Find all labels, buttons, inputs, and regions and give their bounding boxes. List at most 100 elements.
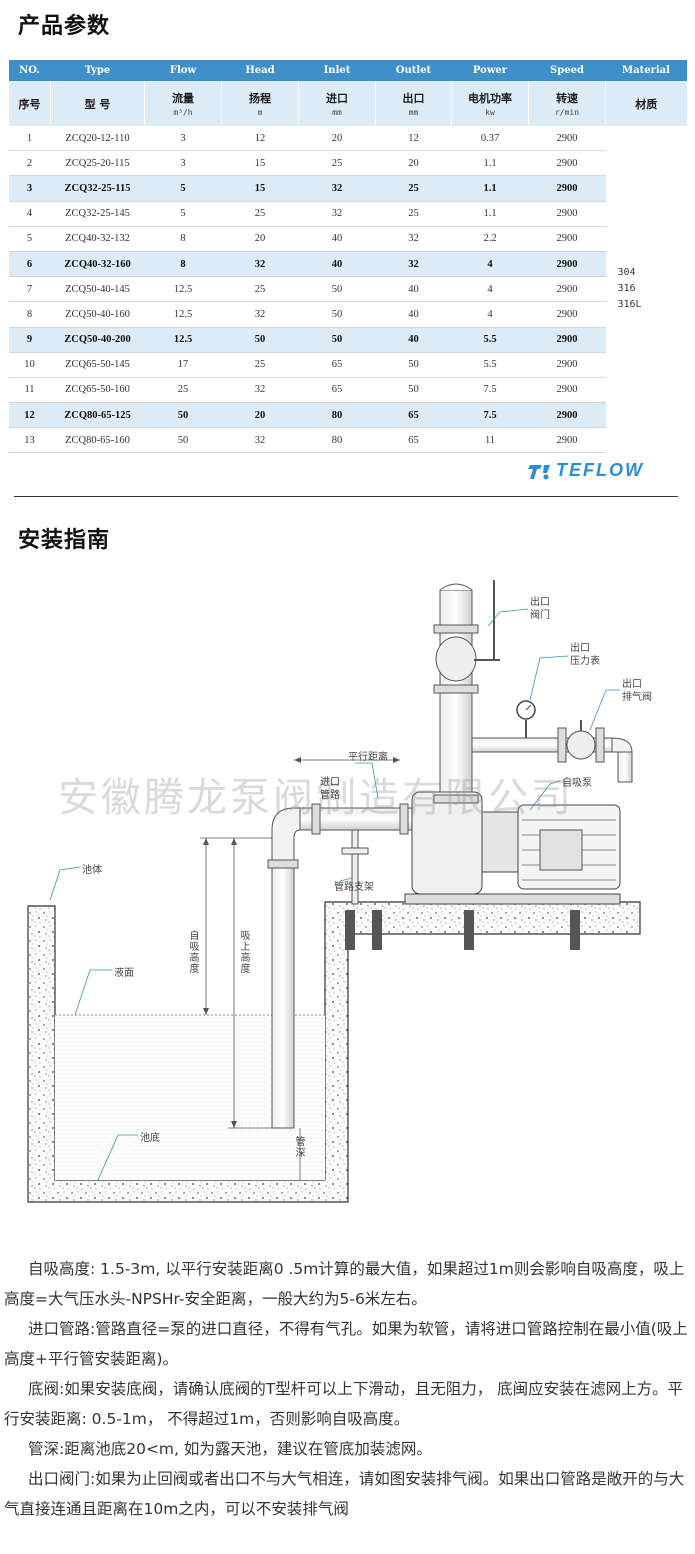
header-cn-label: 出口 [402, 92, 425, 105]
label-pipe-support: 管路支架 [334, 882, 374, 893]
table-cell: 6 [8, 251, 51, 278]
table-cell: 25 [375, 175, 452, 202]
table-cell: ZCQ65-50-160 [50, 377, 145, 404]
table-cell: 2900 [528, 226, 606, 252]
section-title-params: 产品参数 [18, 14, 111, 39]
table-cell: 20 [298, 126, 376, 152]
installation-diagram: 安徽腾龙泵阀制造有限公司 出口 阀门 出口 压力表 出口 排气阀 平行距离 进口… [0, 560, 695, 1220]
header-en-cell: Material [605, 60, 687, 81]
header-unit: kw [485, 108, 495, 117]
table-cell: ZCQ50-40-145 [50, 276, 145, 303]
table-cell: 32 [221, 251, 299, 278]
table-cell: 12.5 [144, 327, 222, 353]
table-cell: 1.1 [451, 175, 529, 202]
table-cell: 11 [451, 427, 529, 454]
table-cell: 2900 [528, 201, 606, 227]
header-cn-label: 转速 [556, 92, 578, 105]
header-unit: m [257, 108, 263, 117]
table-cell: 25 [221, 201, 299, 227]
table-cell: 65 [298, 377, 376, 404]
table-cell: 50 [298, 327, 376, 353]
table-cell: ZCQ50-40-200 [50, 327, 145, 353]
table-cell: 40 [298, 226, 376, 252]
table-cell: 5.5 [451, 352, 529, 378]
table-cell: 11 [8, 377, 51, 404]
label-self-priming-pump: 自吸泵 [562, 778, 592, 789]
table-cell: 12 [375, 126, 452, 152]
header-cn-cell: 材质 [605, 81, 687, 126]
table-cell: 65 [298, 352, 376, 378]
header-en-cell: Flow [144, 60, 222, 81]
table-cell: 2900 [528, 251, 606, 278]
table-cell: 12 [8, 402, 51, 429]
table-cell: ZCQ25-20-115 [50, 150, 145, 177]
table-cell: 7 [8, 276, 51, 303]
table-cell: 12 [221, 126, 299, 152]
table-cell: 50 [298, 301, 376, 328]
table-cell: 17 [144, 352, 222, 378]
section-divider [14, 496, 678, 497]
header-en-cell: Outlet [375, 60, 452, 81]
table-cell: 2900 [528, 327, 606, 353]
table-cell: 2900 [528, 402, 606, 429]
table-cell: ZCQ65-50-145 [50, 352, 145, 378]
header-unit: r/min [554, 108, 580, 117]
header-cn-label: 流量 [172, 92, 194, 105]
table-cell: 2900 [528, 276, 606, 303]
table-cell: 25 [221, 352, 299, 378]
table-cell: 4 [451, 276, 529, 303]
table-cell: 2900 [528, 427, 606, 454]
header-en-cell: Head [221, 60, 299, 81]
header-cn-label: 序号 [18, 97, 41, 111]
table-cell: 32 [221, 427, 299, 454]
table-cell: 20 [375, 150, 452, 177]
header-cn-label: 电机功率 [468, 92, 512, 105]
table-cell: 7.5 [451, 377, 529, 404]
header-unit: mm [408, 108, 419, 117]
table-cell: 2900 [528, 126, 606, 152]
label-self-priming-height: 自吸高度 [187, 930, 198, 974]
teflow-logo: TEFLOW [528, 460, 678, 482]
watermark: 安徽腾龙泵阀制造有限公司 [58, 775, 574, 821]
table-cell: 80 [298, 427, 376, 454]
label-outlet-gauge: 出口 压力表 [570, 643, 600, 667]
note-foot-valve: 底阀:如果安装底阀，请确认底阀的T型杆可以上下滑动，且无阻力， 底闽应安装在滤网… [4, 1380, 684, 1428]
table-cell: 15 [221, 150, 299, 177]
label-pool-body: 池体 [82, 865, 102, 876]
table-cell: 32 [298, 201, 376, 227]
table-cell: 9 [8, 327, 51, 353]
header-cn-label: 材质 [635, 97, 658, 111]
table-cell: 12.5 [144, 301, 222, 328]
table-cell: ZCQ40-32-160 [50, 251, 145, 278]
header-cn-label: 型 号 [84, 97, 111, 111]
header-unit: mm [332, 108, 342, 117]
header-cn-cell: 电机功率 kw [451, 81, 529, 126]
table-cell: 50 [375, 377, 452, 404]
header-cn-cell: 出口 mm [375, 81, 452, 126]
label-pool-bottom: 池底 [140, 1133, 160, 1144]
table-cell: 40 [375, 276, 452, 303]
table-cell: 8 [144, 226, 222, 252]
installation-notes: 自吸高度: 1.5-3m, 以平行安装距离0 .5m计算的最大值，如果超过1m则… [4, 1254, 692, 1524]
material-item: 304 [617, 267, 636, 279]
note-self-priming: 自吸高度: 1.5-3m, 以平行安装距离0 .5m计算的最大值，如果超过1m则… [4, 1260, 685, 1308]
table-cell: 4 [8, 201, 51, 227]
table-cell: 20 [221, 402, 299, 429]
table-cell: 1 [8, 126, 51, 152]
table-cell: 2900 [528, 352, 606, 378]
header-en-cell: NO. [8, 60, 51, 81]
table-cell: 32 [375, 226, 452, 252]
label-outlet-valve: 出口 阀门 [530, 597, 550, 621]
header-unit: m³/h [173, 108, 193, 117]
header-en-cell: Inlet [298, 60, 376, 81]
table-cell: 13 [8, 427, 51, 454]
